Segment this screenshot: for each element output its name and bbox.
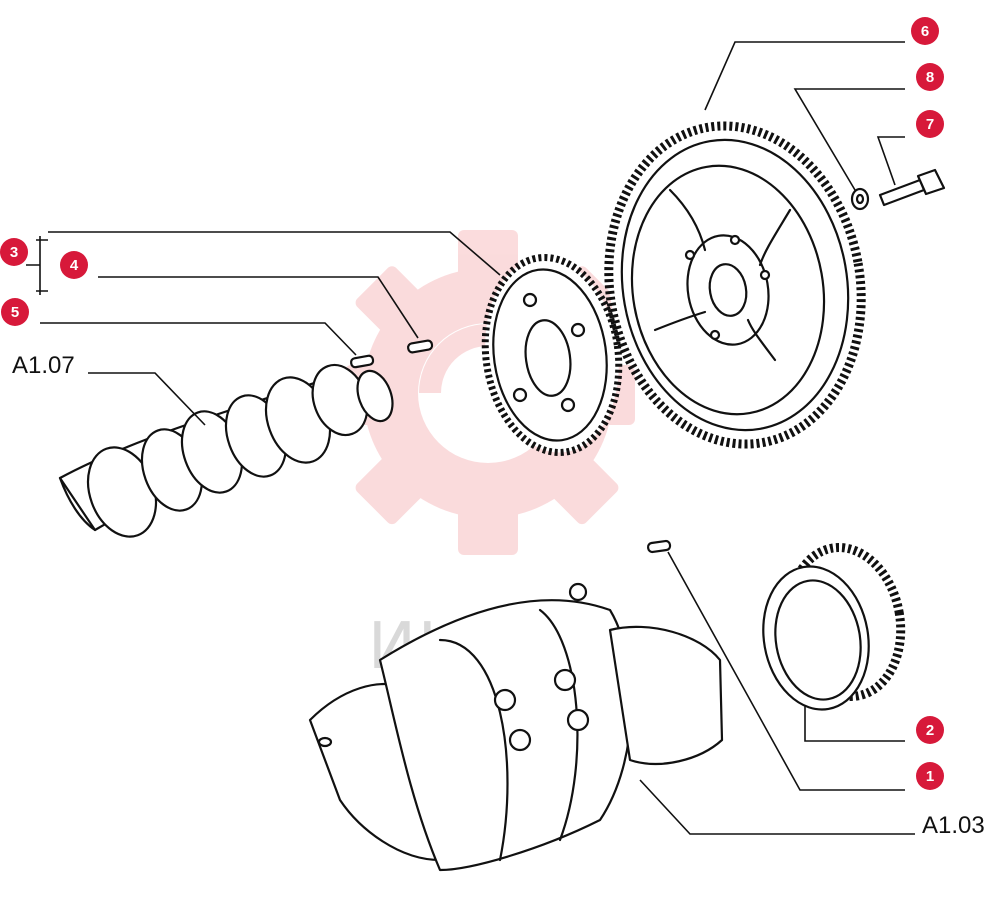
svg-text:4: 4 [70,257,79,274]
callout-7: 7 [916,110,944,138]
callout-3: 3 [0,238,28,266]
leader-lines [26,41,915,835]
callout-6: 6 [911,17,939,45]
svg-text:1: 1 [926,768,934,785]
crankshaft-gear-2 [762,543,906,711]
washer-8 [850,187,870,211]
svg-text:3: 3 [10,244,18,261]
callout-8: 8 [916,63,944,91]
dowel-pin-5 [350,354,375,369]
camshaft-reference-label: A1.07 [12,352,75,379]
svg-text:8: 8 [926,69,934,86]
camshaft-gear [481,254,623,456]
dowel-pin-4 [407,339,434,354]
crankshaft [308,582,724,872]
crankshaft-reference-label: A1.03 [922,812,985,839]
callout-4: 4 [60,251,88,279]
callout-2: 2 [916,716,944,744]
svg-text:7: 7 [926,116,934,133]
svg-text:2: 2 [926,722,934,739]
callout-5: 5 [1,298,29,326]
bolt-7 [878,168,946,207]
large-timing-gear [604,121,866,449]
svg-text:6: 6 [921,23,929,40]
callout-1: 1 [916,762,944,790]
svg-text:5: 5 [11,304,19,321]
camshaft [58,363,394,538]
crankshaft-key-1 [646,539,672,554]
